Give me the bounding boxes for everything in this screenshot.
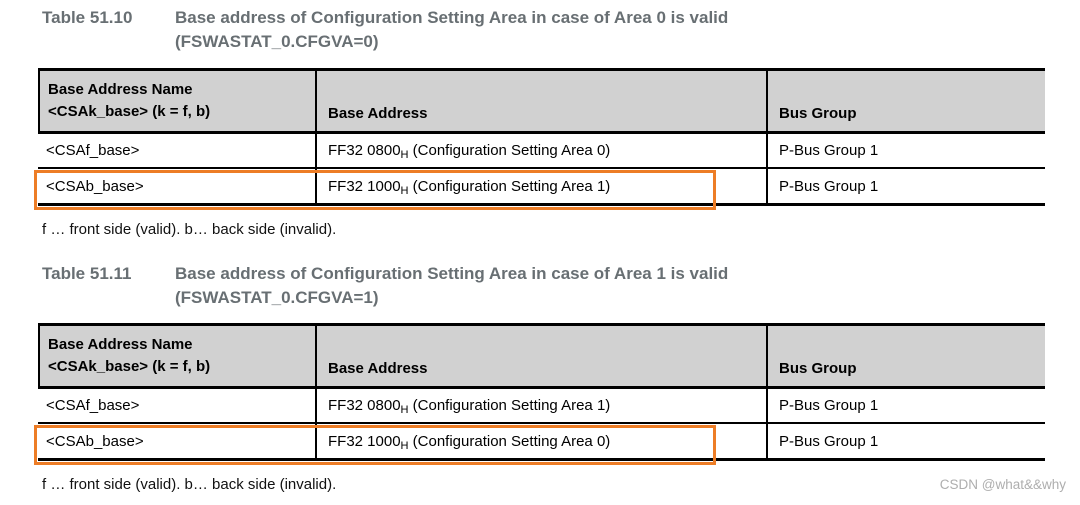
cell-bus-group: P-Bus Group 1 xyxy=(768,169,1045,203)
hex-subscript: H xyxy=(400,184,409,197)
cell-base-address: FF32 0800H (Configuration Setting Area 1… xyxy=(317,389,768,424)
cell-bus-group: P-Bus Group 1 xyxy=(768,389,1045,424)
cell-base-address-name: <CSAf_base> xyxy=(38,389,317,424)
table-51-10-title-line1: Base address of Configuration Setting Ar… xyxy=(175,8,729,27)
cell-bus-group: P-Bus Group 1 xyxy=(768,424,1045,458)
table-51-11-title: Base address of Configuration Setting Ar… xyxy=(175,262,728,310)
table-51-11: Base Address Name <CSAk_base> (k = f, b)… xyxy=(34,323,1045,465)
cell-base-address-name: <CSAb_base> xyxy=(38,169,317,203)
table-51-10-header-bus-group: Bus Group xyxy=(768,71,1045,134)
table-51-11-header-base-address: Base Address xyxy=(317,326,768,389)
cell-base-address: FF32 0800H (Configuration Setting Area 0… xyxy=(317,134,768,169)
table-51-11-footnote: f … front side (valid). b… back side (in… xyxy=(42,476,337,493)
table-51-10-header-base-address-name: Base Address Name <CSAk_base> (k = f, b) xyxy=(38,71,317,134)
header-col1-line2: <CSAk_base> (k = f, b) xyxy=(48,358,211,375)
header-col1-line2: <CSAk_base> (k = f, b) xyxy=(48,103,211,120)
table-51-10-footnote: f … front side (valid). b… back side (in… xyxy=(42,221,337,238)
table-51-11-header-bus-group: Bus Group xyxy=(768,326,1045,389)
hex-subscript: H xyxy=(400,149,409,161)
table-51-11-header-base-address-name: Base Address Name <CSAk_base> (k = f, b) xyxy=(38,326,317,389)
hex-subscript: H xyxy=(400,404,409,416)
table-51-11-title-line1: Base address of Configuration Setting Ar… xyxy=(175,264,729,283)
cell-bus-group: P-Bus Group 1 xyxy=(768,134,1045,169)
table-51-10-title: Base address of Configuration Setting Ar… xyxy=(175,6,728,54)
csdn-watermark: CSDN @what&&why xyxy=(939,477,1066,492)
cell-base-address-name: <CSAb_base> xyxy=(38,424,317,458)
cell-base-address: FF32 1000H (Configuration Setting Area 0… xyxy=(317,424,768,458)
cell-base-address-name: <CSAf_base> xyxy=(38,134,317,169)
table-51-11-title-line2: (FSWASTAT_0.CFGVA=1) xyxy=(175,288,379,307)
table-51-10: Base Address Name <CSAk_base> (k = f, b)… xyxy=(34,68,1045,210)
table-51-11-caption: Table 51.11 Base address of Configuratio… xyxy=(42,262,728,310)
table-51-10-header-base-address: Base Address xyxy=(317,71,768,134)
table-51-10-title-line2: (FSWASTAT_0.CFGVA=0) xyxy=(175,32,379,51)
cell-base-address: FF32 1000H (Configuration Setting Area 1… xyxy=(317,169,768,203)
table-51-11-number: Table 51.11 xyxy=(42,264,132,283)
hex-subscript: H xyxy=(400,439,409,452)
header-col1-line1: Base Address Name xyxy=(48,336,193,353)
header-col1-line1: Base Address Name xyxy=(48,81,193,98)
table-51-10-caption: Table 51.10 Base address of Configuratio… xyxy=(42,6,728,54)
table-51-10-number: Table 51.10 xyxy=(42,8,133,27)
